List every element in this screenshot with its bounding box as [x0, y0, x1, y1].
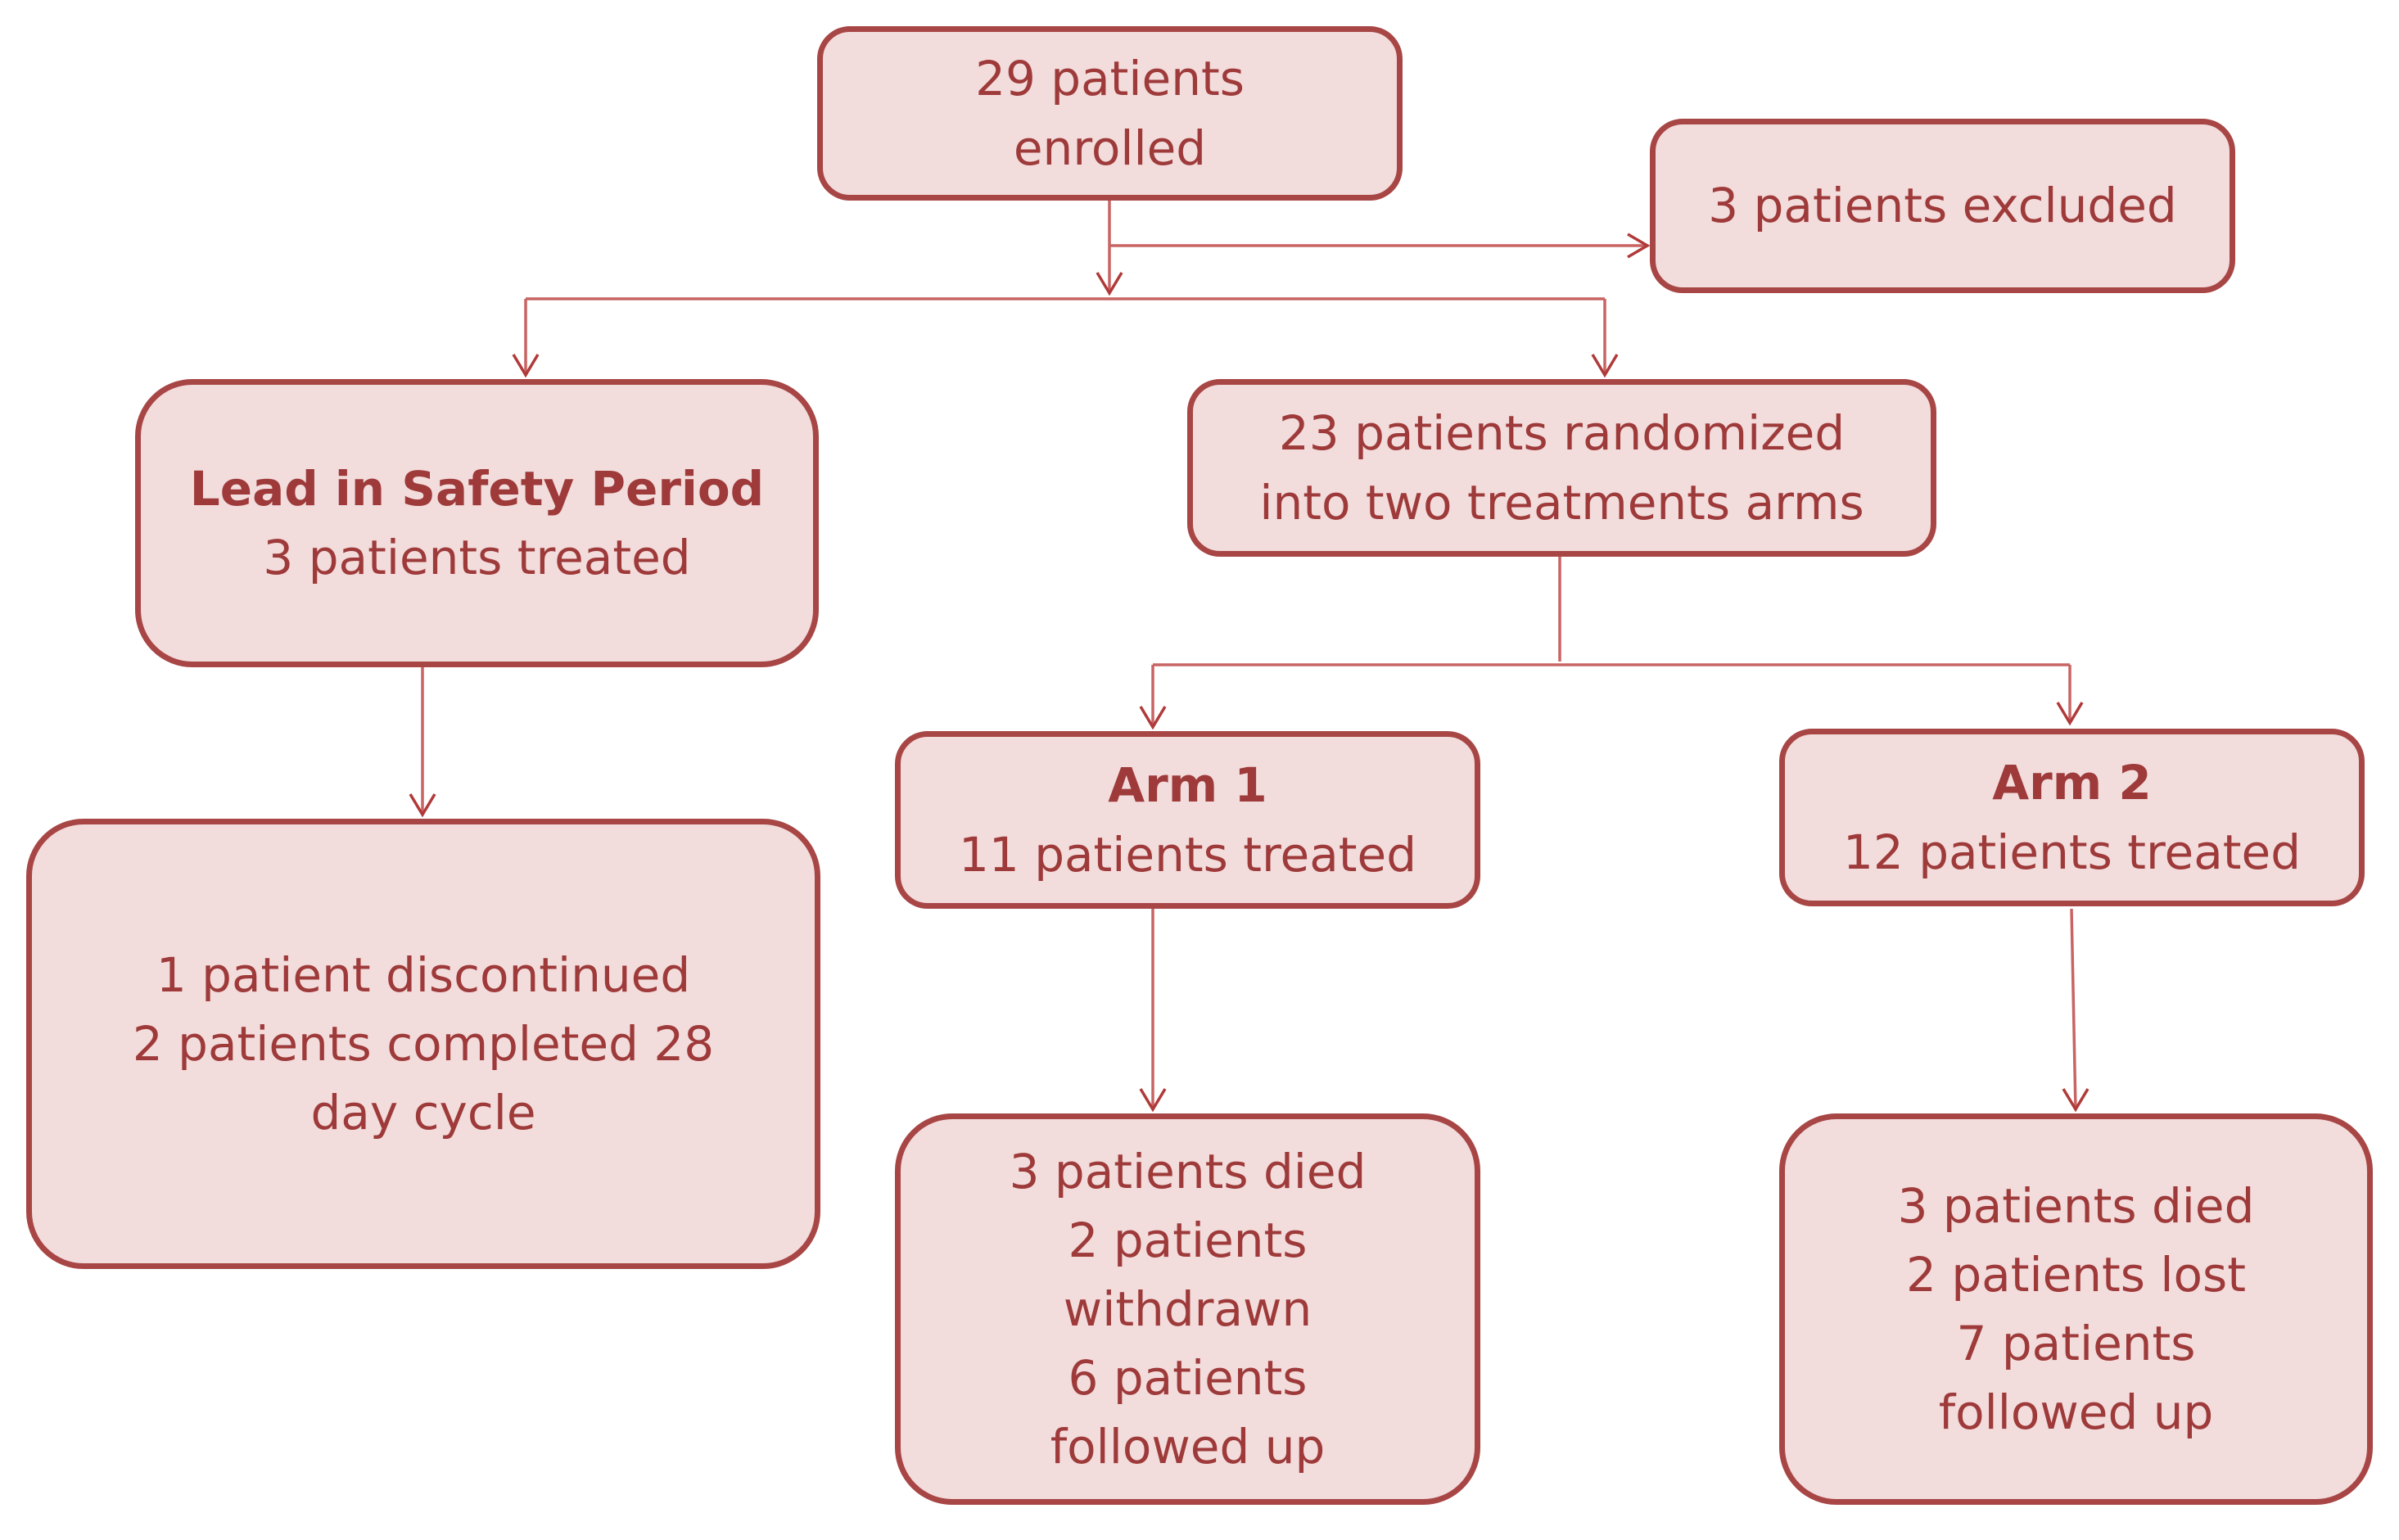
- node-excluded-line-1: 3 patients excluded: [1708, 178, 2177, 234]
- arrowhead-arm1: [1139, 706, 1167, 730]
- arrowhead-lead-in-outcome: [409, 793, 436, 818]
- node-arm1-line-1: 11 patients treated: [958, 826, 1417, 883]
- connector-arm2-outcome: [2070, 908, 2077, 1110]
- node-randomized-line-2: into two treatments arms: [1259, 474, 1864, 531]
- node-arm1-outcome-line-2: 2 patients: [1068, 1212, 1308, 1268]
- node-arm2: Arm 2 12 patients treated: [1779, 729, 2365, 906]
- node-lead-in-outcome-line-1: 1 patient discontinued: [156, 946, 691, 1003]
- arrowhead-arm1-outcome: [1139, 1088, 1167, 1113]
- node-arm2-title: Arm 2: [1992, 755, 2152, 811]
- node-lead-in: Lead in Safety Period 3 patients treated: [135, 379, 819, 667]
- arrowhead-arm2: [2056, 702, 2084, 726]
- arrowhead-excluded: [1627, 233, 1651, 259]
- arrowhead-arm2-outcome: [2062, 1088, 2090, 1113]
- node-arm1-outcome-line-3: withdrawn: [1063, 1280, 1312, 1337]
- arrowhead-enrolled-down: [1096, 272, 1123, 296]
- node-excluded: 3 patients excluded: [1650, 119, 2235, 293]
- node-arm2-line-1: 12 patients treated: [1842, 824, 2302, 880]
- node-randomized-line-1: 23 patients randomized: [1278, 405, 1846, 462]
- node-arm1-title: Arm 1: [1108, 757, 1267, 814]
- node-arm1-outcome: 3 patients died 2 patients withdrawn 6 p…: [895, 1113, 1480, 1505]
- node-enrolled-line-2: enrolled: [1013, 120, 1207, 176]
- node-arm2-outcome-line-2: 2 patients lost: [1906, 1246, 2246, 1303]
- node-enrolled: 29 patients enrolled: [817, 26, 1403, 201]
- node-enrolled-line-1: 29 patients: [975, 51, 1245, 107]
- node-arm1-outcome-line-4: 6 patients: [1068, 1350, 1308, 1407]
- node-arm1-outcome-line-5: followed up: [1050, 1419, 1326, 1475]
- node-randomized: 23 patients randomized into two treatmen…: [1187, 379, 1936, 557]
- node-arm2-outcome: 3 patients died 2 patients lost 7 patien…: [1779, 1113, 2373, 1505]
- node-arm1: Arm 1 11 patients treated: [895, 731, 1480, 909]
- node-arm2-outcome-line-3: 7 patients: [1956, 1316, 2196, 1371]
- node-lead-in-outcome: 1 patient discontinued 2 patients comple…: [26, 819, 820, 1269]
- node-arm1-outcome-line-1: 3 patients died: [1009, 1143, 1367, 1199]
- node-arm2-outcome-line-1: 3 patients died: [1897, 1177, 2255, 1234]
- arrowhead-randomized: [1591, 354, 1619, 378]
- node-lead-in-title: Lead in Safety Period: [189, 460, 765, 517]
- node-arm2-outcome-line-4: followed up: [1938, 1384, 2214, 1441]
- node-lead-in-outcome-line-2: 2 patients completed 28: [132, 1015, 715, 1072]
- node-lead-in-line-1: 3 patients treated: [263, 530, 691, 585]
- node-lead-in-outcome-line-3: day cycle: [310, 1085, 536, 1141]
- arrowhead-lead-in: [512, 354, 540, 378]
